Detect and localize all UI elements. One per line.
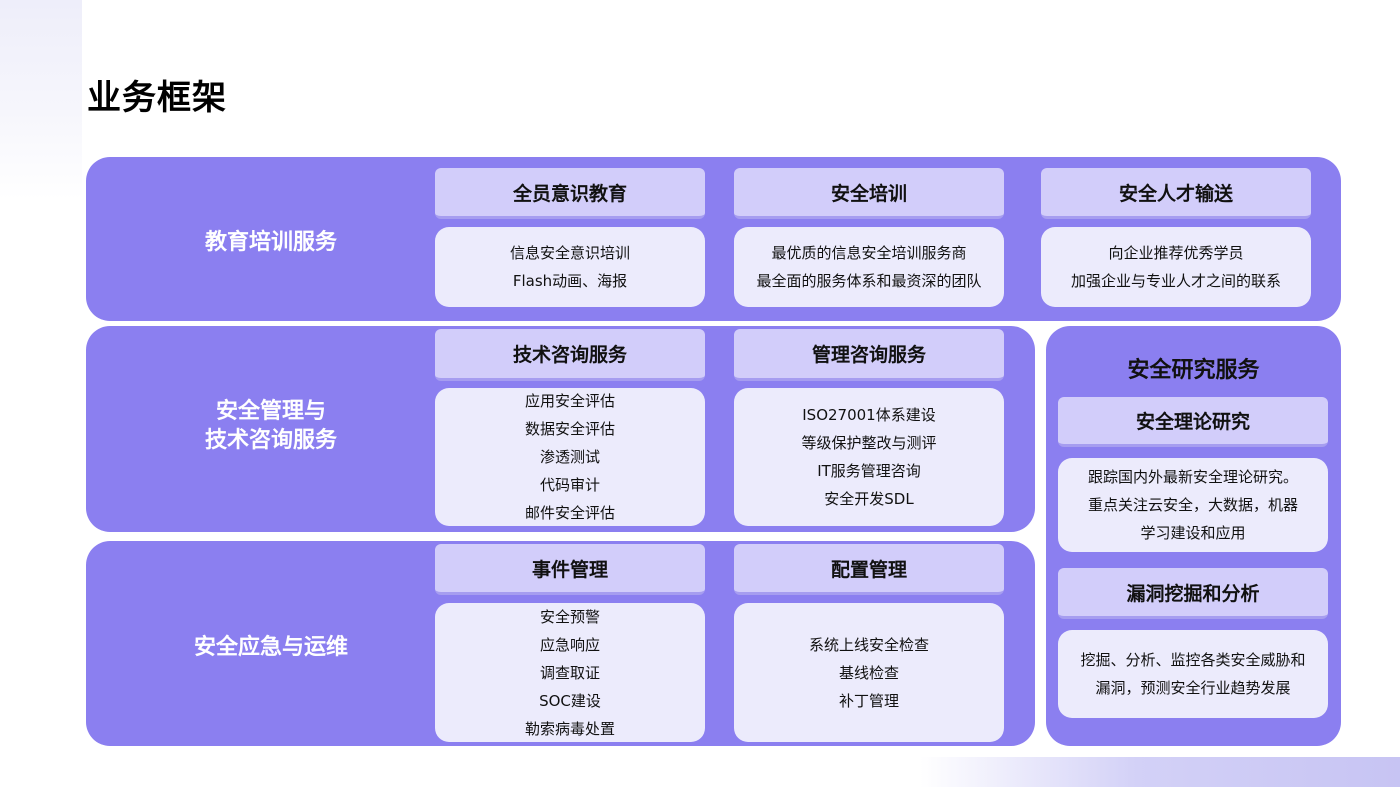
band-title-line: 安全管理与 — [215, 399, 326, 424]
card-line: 应急响应 — [539, 635, 600, 654]
card-line: 最全面的服务体系和最资深的团队 — [756, 272, 982, 290]
card-line: 应用安全评估 — [524, 392, 615, 410]
card-line: 加强企业与专业人才之间的联系 — [1070, 272, 1281, 290]
card-line: 漏洞，预测安全行业趋势发展 — [1095, 679, 1291, 697]
band-title-management: 安全管理与 技术咨询服务 — [86, 397, 456, 455]
card-line: 最优质的信息安全培训服务商 — [771, 244, 967, 262]
card-head-awareness: 全员意识教育 — [435, 168, 705, 219]
card-line: Flash动画、海报 — [512, 272, 628, 290]
card-line: 代码审计 — [539, 476, 600, 494]
card-line: 渗透测试 — [539, 448, 600, 466]
card-body-mgmt-consulting: ISO27001体系建设 等级保护整改与测评 IT服务管理咨询 安全开发SDL — [734, 388, 1004, 526]
card-body-talent: 向企业推荐优秀学员 加强企业与专业人才之间的联系 — [1041, 227, 1311, 307]
card-head-incident: 事件管理 — [435, 544, 705, 595]
card-body-theory: 跟踪国内外最新安全理论研究。 重点关注云安全，大数据，机器 学习建设和应用 — [1058, 458, 1328, 552]
card-line: 信息安全意识培训 — [509, 244, 630, 262]
card-head-tech-consulting: 技术咨询服务 — [435, 329, 705, 381]
card-body-incident: 安全预警 应急响应 调查取证 SOC建设 勒索病毒处置 — [435, 603, 705, 742]
card-head-vuln: 漏洞挖掘和分析 — [1058, 568, 1328, 619]
card-body-config: 系统上线安全检查 基线检查 补丁管理 — [734, 603, 1004, 742]
card-head-talent: 安全人才输送 — [1041, 168, 1311, 219]
card-line: 重点关注云安全，大数据，机器 — [1087, 496, 1298, 514]
card-line: 调查取证 — [539, 663, 600, 682]
card-body-awareness: 信息安全意识培训 Flash动画、海报 — [435, 227, 705, 307]
band-title-education: 教育培训服务 — [204, 230, 337, 255]
band-title-research: 安全研究服务 — [1127, 358, 1260, 383]
card-body-vuln: 挖掘、分析、监控各类安全威胁和 漏洞，预测安全行业趋势发展 — [1058, 630, 1328, 718]
card-body-tech-consulting: 应用安全评估 数据安全评估 渗透测试 代码审计 邮件安全评估 — [435, 388, 705, 526]
card-line: IT服务管理咨询 — [817, 462, 921, 480]
card-line: 跟踪国内外最新安全理论研究。 — [1087, 468, 1298, 486]
card-line: ISO27001体系建设 — [802, 406, 936, 424]
card-line: 系统上线安全检查 — [808, 635, 929, 654]
card-line: 勒索病毒处置 — [524, 719, 615, 738]
card-head-training: 安全培训 — [734, 168, 1004, 219]
card-line: 数据安全评估 — [524, 420, 615, 438]
card-line: 补丁管理 — [838, 691, 899, 710]
corner-gradient — [0, 0, 82, 200]
band-title-line: 技术咨询服务 — [204, 428, 337, 453]
card-head-mgmt-consulting: 管理咨询服务 — [734, 329, 1004, 381]
band-title-emergency: 安全应急与运维 — [193, 635, 348, 660]
card-head-config: 配置管理 — [734, 544, 1004, 595]
card-line: 向企业推荐优秀学员 — [1108, 244, 1244, 262]
card-line: 安全预警 — [539, 607, 600, 626]
card-line: SOC建设 — [539, 691, 601, 710]
card-line: 邮件安全评估 — [524, 504, 615, 522]
card-body-training: 最优质的信息安全培训服务商 最全面的服务体系和最资深的团队 — [734, 227, 1004, 307]
bottom-accent-bar — [920, 757, 1400, 787]
card-line: 基线检查 — [838, 663, 899, 682]
card-line: 挖掘、分析、监控各类安全威胁和 — [1080, 651, 1306, 669]
card-line: 安全开发SDL — [824, 490, 914, 508]
card-line: 学习建设和应用 — [1140, 524, 1246, 542]
card-line: 等级保护整改与测评 — [801, 434, 937, 452]
card-head-theory: 安全理论研究 — [1058, 397, 1328, 447]
page-title: 业务框架 — [87, 78, 227, 118]
